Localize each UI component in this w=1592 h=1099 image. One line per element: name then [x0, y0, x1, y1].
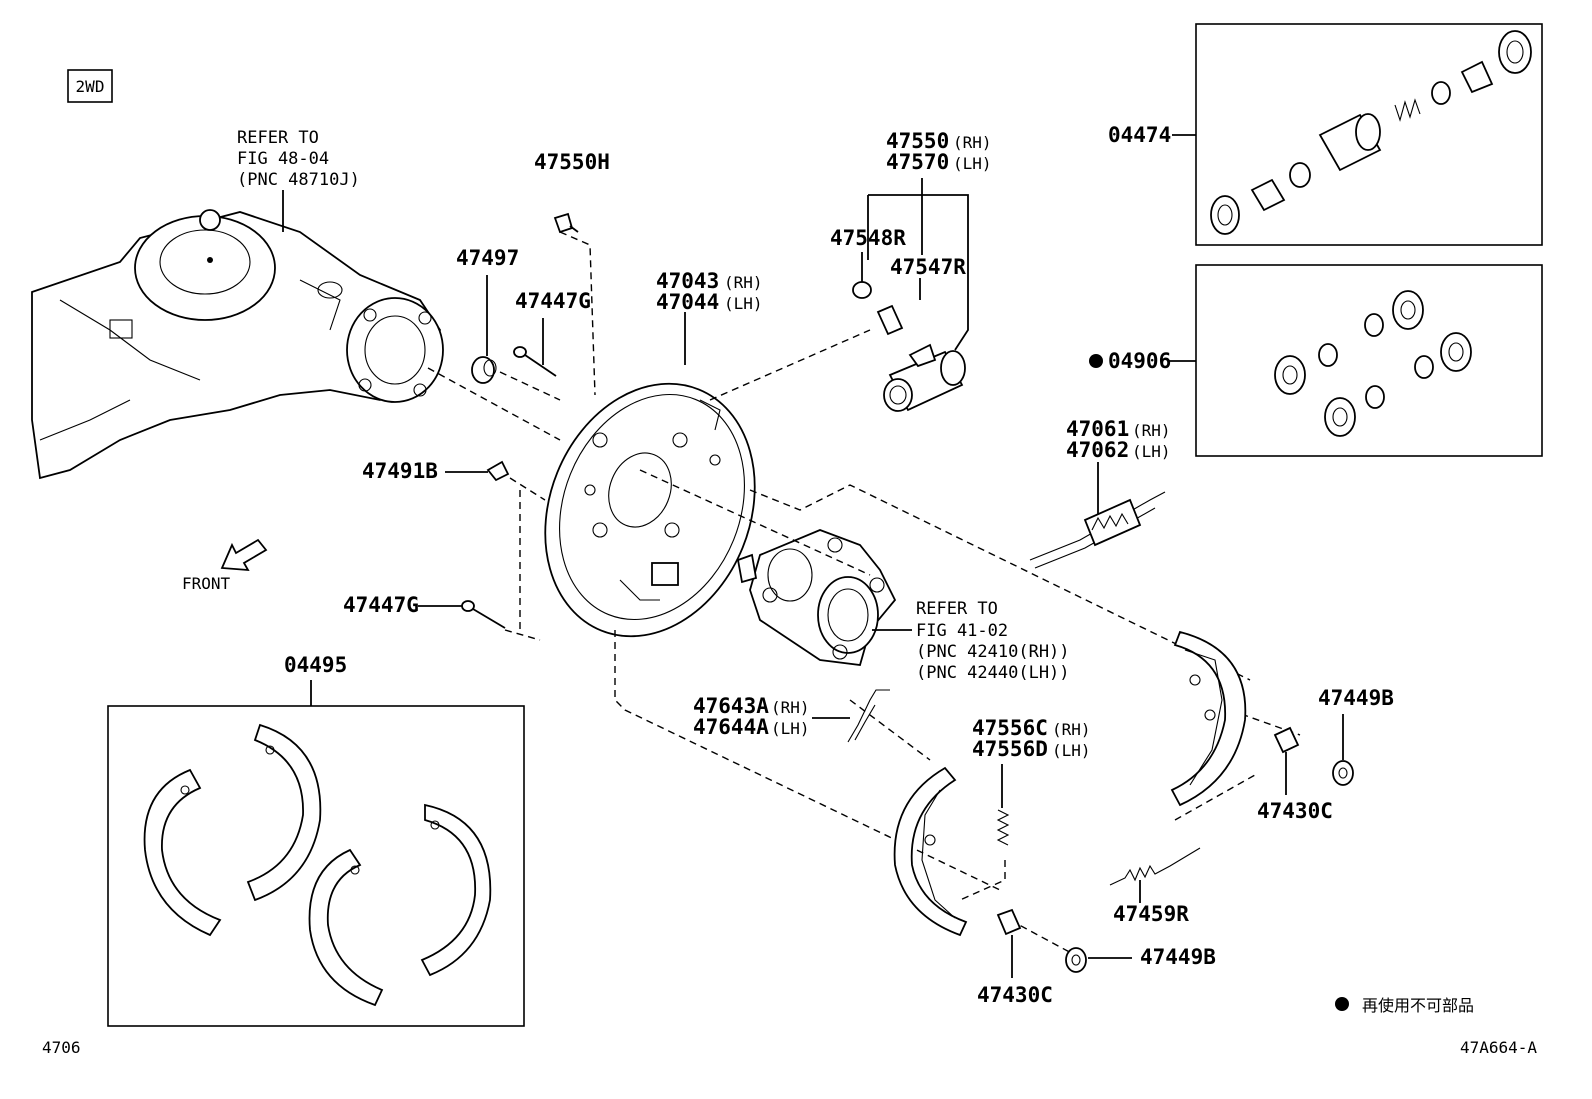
spring-47430C-bottom-icon: [996, 908, 1022, 936]
part-47061-group[interactable]: 47061 (RH): [1066, 417, 1171, 441]
svg-text:FIG 41-02: FIG 41-02: [916, 621, 1008, 641]
svg-text:(LH): (LH): [953, 154, 992, 173]
svg-text:REFER TO: REFER TO: [237, 128, 319, 148]
bleeder-cap-47548R-icon: [852, 281, 872, 299]
svg-text:(PNC 42440(LH)): (PNC 42440(LH)): [916, 663, 1070, 683]
kit-04906-box: [1195, 264, 1543, 457]
svg-text:(PNC 48710J): (PNC 48710J): [237, 170, 360, 190]
return-spring-47459R-icon: [1109, 847, 1201, 886]
front-label: FRONT: [182, 574, 231, 593]
svg-text:47550: 47550: [886, 129, 949, 153]
svg-text:(RH): (RH): [771, 698, 810, 717]
spring-47430C-right-icon: [1273, 726, 1300, 754]
part-47570-group[interactable]: 47570 (LH): [886, 150, 992, 174]
svg-text:47643A: 47643A: [693, 694, 769, 718]
grommet-47491B-icon: [486, 460, 510, 482]
part-47491B-label[interactable]: 47491B: [362, 459, 438, 483]
figure-code: 47A664-A: [1460, 1038, 1537, 1057]
bleeder-plug-icon: [553, 212, 579, 234]
plug-47497-icon: [471, 356, 497, 384]
svg-text:47556D: 47556D: [972, 737, 1048, 761]
part-47550H-label[interactable]: 47550H: [534, 150, 610, 174]
adjuster-assembly-icon: [1029, 491, 1166, 569]
brake-shoe-left-illustration: [893, 766, 968, 937]
part-47556C-group[interactable]: 47556C (RH): [972, 716, 1091, 740]
svg-text:47062: 47062: [1066, 438, 1129, 462]
svg-text:(RH): (RH): [1132, 421, 1171, 440]
svg-text:(RH): (RH): [953, 133, 992, 152]
svg-text:(LH): (LH): [1132, 442, 1171, 461]
seal-kit-parts: [1274, 290, 1472, 437]
shoe-hold-spring-icon: [996, 809, 1010, 846]
part-47449B-top-label[interactable]: 47449B: [1318, 686, 1394, 710]
part-47449B-bottom-label[interactable]: 47449B: [1140, 945, 1216, 969]
part-47556D-group[interactable]: 47556D (LH): [972, 737, 1091, 761]
svg-text:47556C: 47556C: [972, 716, 1048, 740]
part-47547R-label[interactable]: 47547R: [890, 255, 966, 279]
brake-shoe-kit-parts: [143, 723, 492, 1007]
part-47430C-bottom-label[interactable]: 47430C: [977, 983, 1053, 1007]
svg-text:(RH): (RH): [1052, 720, 1091, 739]
part-47548R-label[interactable]: 47548R: [830, 226, 906, 250]
axle-hub-illustration: [736, 529, 897, 666]
brake-backing-plate-illustration: [544, 382, 756, 638]
wheel-cylinder-illustration: [883, 343, 966, 412]
svg-text:47044: 47044: [656, 290, 719, 314]
non-reusable-marker-icon: [1089, 354, 1103, 368]
part-04495-label[interactable]: 04495: [284, 653, 347, 677]
svg-text:(LH): (LH): [724, 294, 763, 313]
svg-text:(PNC 42410(RH)): (PNC 42410(RH)): [916, 642, 1070, 662]
2wd-badge: 2WD: [67, 69, 113, 103]
part-04474-label[interactable]: 04474: [1108, 123, 1171, 147]
retainer-47449B-bottom-icon: [1065, 947, 1087, 973]
part-47643A-group[interactable]: 47643A (RH): [693, 694, 810, 718]
part-47044-group[interactable]: 47044 (LH): [656, 290, 763, 314]
svg-text:(LH): (LH): [771, 719, 810, 738]
part-47459R-label[interactable]: 47459R: [1113, 902, 1189, 926]
part-47550-group[interactable]: 47550 (RH): [886, 129, 992, 153]
brake-shoe-right-illustration: [1170, 630, 1247, 807]
svg-text:47644A: 47644A: [693, 715, 769, 739]
svg-text:REFER TO: REFER TO: [916, 599, 998, 619]
bolt-47447G-top-icon: [513, 346, 557, 377]
retainer-47449B-top-icon: [1332, 760, 1354, 786]
part-47447G-top-label[interactable]: 47447G: [515, 289, 591, 313]
legend-marker-icon: [1335, 997, 1349, 1011]
part-47062-group[interactable]: 47062 (LH): [1066, 438, 1171, 462]
kit-04495-box: [107, 705, 525, 1027]
part-47043-group[interactable]: 47043 (RH): [656, 269, 763, 293]
bleeder-plug-47547R-icon: [876, 304, 904, 336]
svg-text:47061: 47061: [1066, 417, 1129, 441]
part-47497-label[interactable]: 47497: [456, 246, 519, 270]
wheel-cylinder-kit-parts: [1210, 30, 1532, 235]
svg-text:(LH): (LH): [1052, 741, 1091, 760]
bolt-47447G-bottom-icon: [461, 600, 506, 629]
svg-text:(RH): (RH): [724, 273, 763, 292]
part-47430C-right-label[interactable]: 47430C: [1257, 799, 1333, 823]
svg-text:47570: 47570: [886, 150, 949, 174]
refer-hub-note: REFER TO FIG 41-02 (PNC 42410(RH)) (PNC …: [916, 599, 1070, 683]
2wd-badge-text: 2WD: [76, 77, 105, 96]
part-47644A-group[interactable]: 47644A (LH): [693, 715, 810, 739]
adjusting-lever-icon: [847, 689, 890, 743]
front-arrow-icon: [220, 538, 268, 572]
part-04906-label[interactable]: 04906: [1108, 349, 1171, 373]
svg-text:47043: 47043: [656, 269, 719, 293]
rear-axle-beam-illustration: [31, 209, 444, 480]
svg-text:FIG 48-04: FIG 48-04: [237, 149, 329, 169]
legend-text: 再使用不可部品: [1362, 996, 1474, 1015]
part-47447G-bottom-label[interactable]: 47447G: [343, 593, 419, 617]
refer-axle-note: REFER TO FIG 48-04 (PNC 48710J): [237, 128, 360, 190]
page-code: 4706: [42, 1038, 81, 1057]
